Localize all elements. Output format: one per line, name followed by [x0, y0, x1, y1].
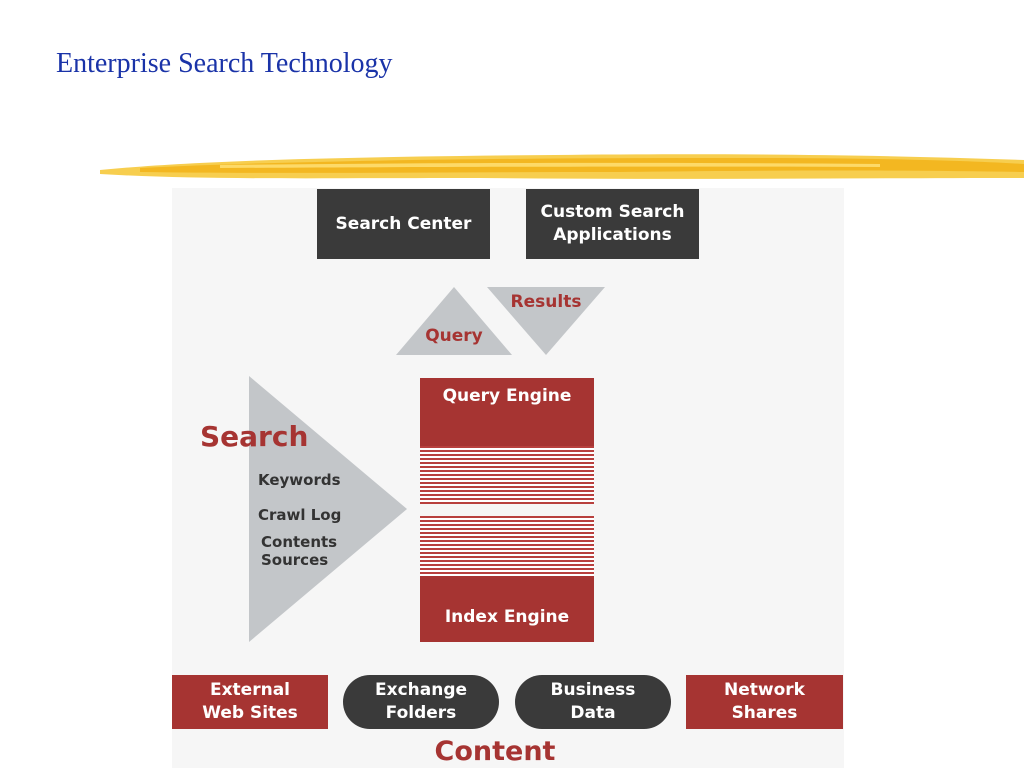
exchange-folders-box: Exchange Folders	[343, 675, 499, 729]
custom-search-applications-box: Custom Search Applications	[526, 189, 699, 259]
external-web-sites-label: External Web Sites	[202, 680, 298, 723]
exchange-folders-label: Exchange Folders	[374, 680, 468, 723]
network-shares-box: Network Shares	[686, 675, 843, 729]
results-triangle	[487, 287, 605, 355]
slide-title: Enterprise Search Technology	[56, 48, 393, 79]
query-triangle	[396, 287, 512, 355]
query-engine-stripes	[420, 446, 594, 504]
business-data-box: Business Data	[515, 675, 671, 729]
query-engine-block	[420, 378, 594, 446]
index-engine-label: Index Engine	[444, 607, 570, 627]
results-label: Results	[510, 292, 582, 312]
search-label: Search	[200, 420, 309, 453]
contents-sources-label: Contents Sources	[261, 533, 338, 569]
yellow-brush-divider	[100, 154, 1024, 179]
crawl-log-label: Crawl Log	[258, 506, 342, 524]
content-label: Content	[434, 736, 556, 767]
keywords-label: Keywords	[258, 471, 341, 489]
search-arrow-triangle	[249, 376, 407, 642]
index-engine-block	[420, 576, 594, 642]
external-web-sites-box: External Web Sites	[172, 675, 328, 729]
network-shares-label: Network Shares	[724, 680, 805, 723]
query-label: Query	[425, 326, 483, 346]
index-engine-stripes	[420, 516, 594, 576]
business-data-label: Business Data	[550, 680, 636, 723]
search-center-box: Search Center	[317, 189, 490, 259]
search-center-label: Search Center	[335, 213, 472, 234]
custom-search-applications-label: Custom Search Applications	[540, 202, 685, 245]
query-engine-label: Query Engine	[442, 386, 572, 406]
